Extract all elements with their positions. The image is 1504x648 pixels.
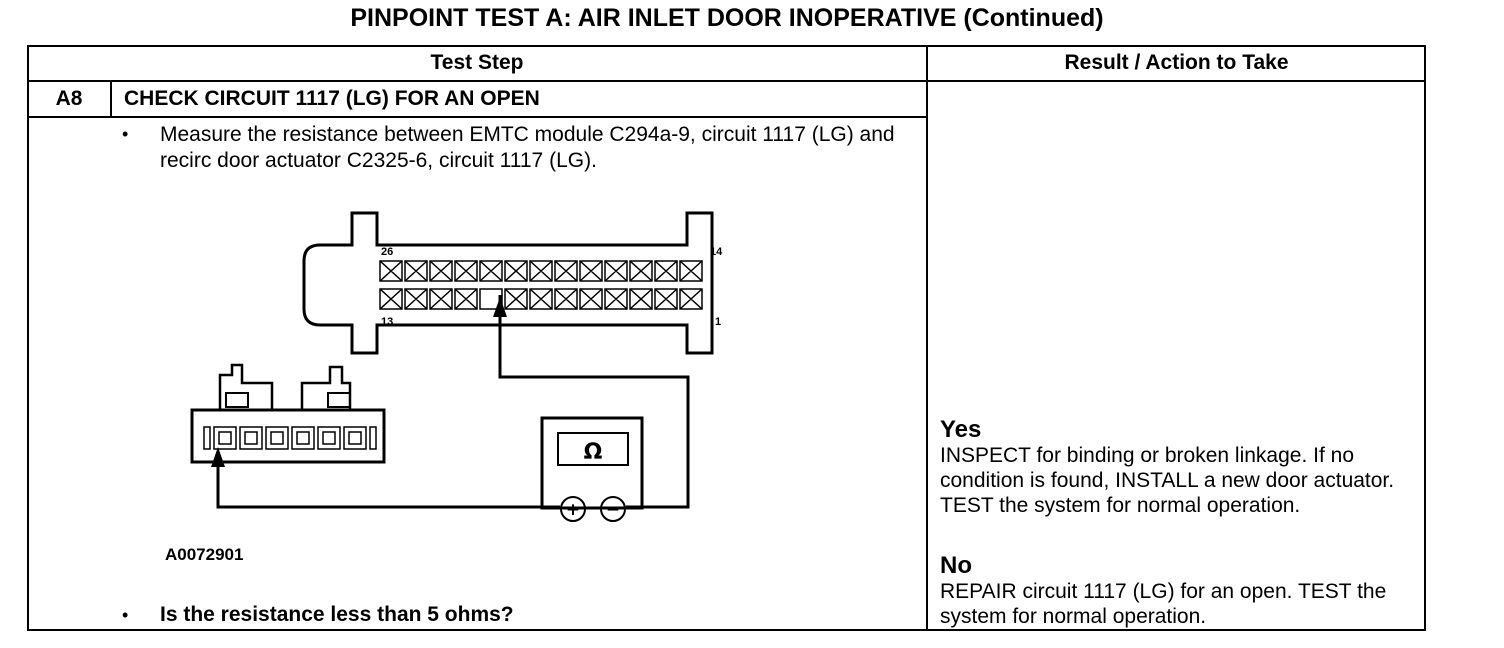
probe-tip-actuator [211,447,225,467]
actuator-latch-left [218,363,274,410]
step-number: A8 [55,87,83,110]
instruction-bullet: • [122,124,129,144]
ohm-symbol: Ω [584,440,603,465]
meter-plus-label: + [566,500,580,520]
pin-label-26: 26 [381,246,393,258]
instruction-text: Measure the resistance between EMTC modu… [160,123,895,172]
result-yes-label: Yes [940,416,982,443]
emtc-pin-row-top [379,260,703,282]
question-bullet: • [122,605,129,625]
result-no-text: REPAIR circuit 1117 (LG) for an open. TE… [940,580,1387,628]
step-title: CHECK CIRCUIT 1117 (LG) FOR AN OPEN [124,87,540,110]
ohmmeter-display [557,432,629,466]
pinpoint-test-table [27,45,1426,631]
result-yes-text: INSPECT for binding or broken linkage. I… [940,444,1395,517]
step-row-divider [27,116,927,118]
actuator-latch-right [300,365,352,410]
meter-plus-terminal [560,496,586,522]
pin-label-1: 1 [715,316,721,328]
header-result-action: Result / Action to Take [1064,51,1289,74]
wiring-diagram: 26 14 13 1 Ω + − [190,211,723,522]
pin-label-14: 14 [710,246,723,258]
emtc-connector-body [302,211,714,355]
wire-to-emtc [498,295,690,509]
figure-id: A0072901 [165,545,244,564]
result-no-label: No [940,552,972,579]
emtc-pin-row-bottom [379,288,703,310]
probe-tip-emtc [493,297,507,317]
step-number-divider [110,81,112,117]
column-divider [926,45,928,631]
header-test-step: Test Step [430,51,524,74]
meter-minus-label: − [606,500,620,520]
page-title: PINPOINT TEST A: AIR INLET DOOR INOPERAT… [350,4,1104,32]
actuator-connector-body [190,408,386,464]
wire-to-actuator [216,455,560,509]
ohmmeter-body [540,416,644,510]
header-divider [27,80,1426,82]
meter-minus-terminal [600,496,626,522]
pin-label-13: 13 [381,316,393,328]
actuator-pin-row [203,426,377,450]
question-text: Is the resistance less than 5 ohms? [160,603,514,626]
